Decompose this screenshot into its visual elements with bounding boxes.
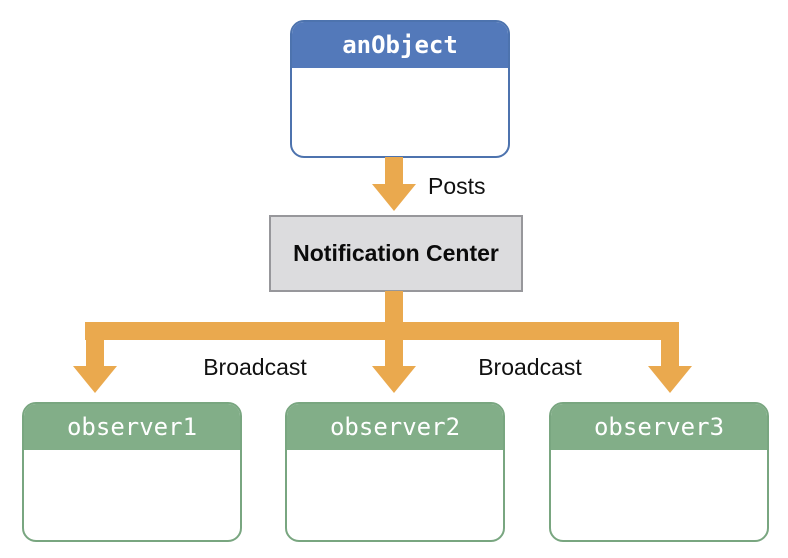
broadcast-label-left: Broadcast [203,354,307,380]
broadcast-middle-arrow-head-icon [372,366,416,393]
posts-arrow-stem [385,157,403,184]
broadcast-left-arrow-head-icon [73,366,117,393]
posts-label: Posts [428,173,486,199]
observer2-box: observer2 [285,402,505,542]
notification-center-title: Notification Center [293,240,499,266]
broadcast-left-stem [86,339,104,366]
broadcast-branch-bar [85,322,679,340]
broadcast-label-right: Broadcast [478,354,582,380]
observer1-title: observer1 [24,404,240,450]
observer3-box: observer3 [549,402,769,542]
observer2-title: observer2 [287,404,503,450]
broadcast-trunk-stem [385,291,403,322]
object-box: anObject [290,20,510,158]
posts-arrow-head-icon [372,184,416,211]
broadcast-middle-stem [385,339,403,366]
observer3-title: observer3 [551,404,767,450]
observer1-box: observer1 [22,402,242,542]
broadcast-right-arrow-head-icon [648,366,692,393]
broadcast-right-stem [661,339,679,366]
notification-center-box: Notification Center [269,215,523,292]
object-box-title: anObject [292,22,508,68]
